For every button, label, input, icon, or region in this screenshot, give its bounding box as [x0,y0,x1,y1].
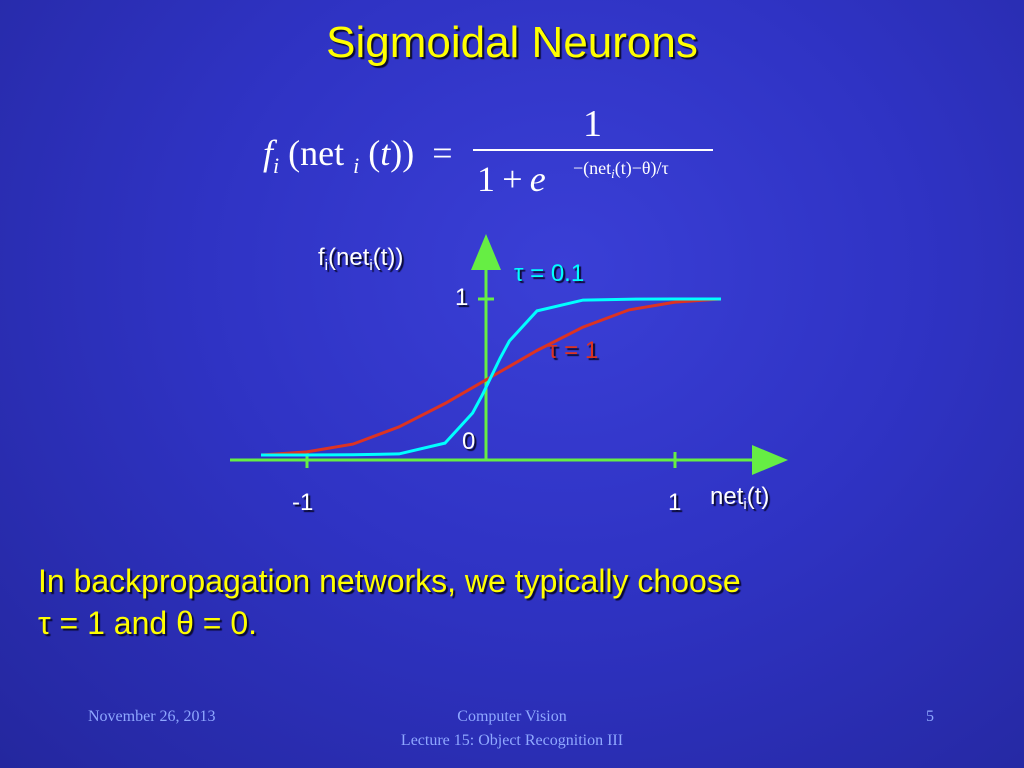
body-text: In backpropagation networks, we typicall… [38,560,998,644]
footer-course: Computer Vision [457,708,567,725]
x-tick-label-one: 1 [668,489,682,516]
formula-fraction-line [473,149,713,151]
legend-tau-1: τ = 1 [548,337,599,364]
footer-page-number: 5 [926,708,934,725]
legend-tau-0-1: τ = 0.1 [514,260,585,287]
formula-denominator-base: 1 + e [477,159,546,199]
x-axis-label: neti(t) [710,483,770,513]
origin-label-zero: 0 [462,428,476,455]
formula-denominator: 1 + e −(neti(t)−θ)/τ [477,158,669,200]
sigmoid-formula: fi (net i (t)) = 1 1 + e −(neti(t)−θ)/τ [255,100,725,210]
slide-title: Sigmoidal Neurons [326,18,698,67]
footer-date: November 26, 2013 [88,708,216,725]
body-line-1: In backpropagation networks, we typicall… [38,563,741,599]
curve-tau-0-1 [261,297,721,457]
x-tick-label-neg-one: -1 [292,489,314,516]
footer-lecture: Lecture 15: Object Recognition III [400,732,624,749]
y-tick-label-one: 1 [455,284,469,311]
body-line-2: τ = 1 and θ = 0. [38,605,258,641]
y-axis-label: fi(neti(t)) [318,244,404,274]
formula-exponent: −(neti(t)−θ)/τ [573,158,669,181]
formula-numerator: 1 [583,103,602,145]
formula-lhs: fi (net i (t)) = [263,133,453,178]
